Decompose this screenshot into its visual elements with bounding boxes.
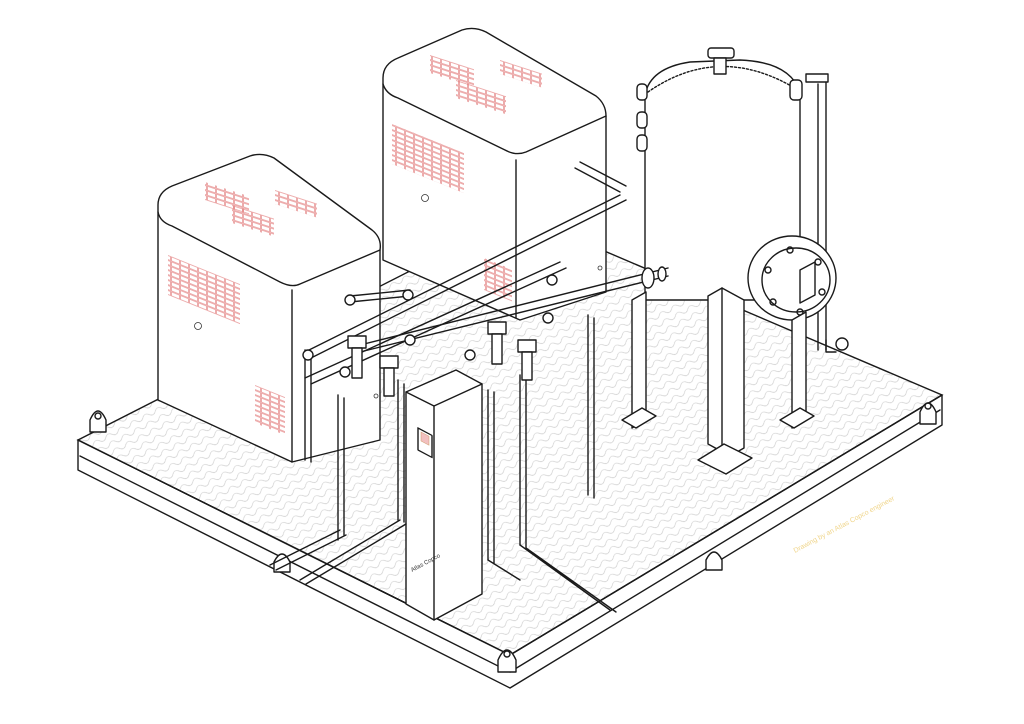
manhole-flange [747,235,837,321]
dryer-control-panel: Atlas Copco [405,369,483,621]
piping-and-filters [269,161,669,613]
vent-grille-side-left [168,255,240,325]
panel-display-inner [420,431,430,446]
line-filter-3 [487,321,507,365]
vent-grille-side-right-low [484,258,512,302]
vent-grille-top-left-1 [205,182,249,215]
vent-grille-top-right-3 [500,60,542,88]
line-filter-2 [379,355,399,397]
vent-grille-top-right-2 [456,80,506,115]
vent-grille-side-left-low [255,384,285,436]
side-nozzle-right [789,79,803,101]
lifting-lug-mid-left [273,553,291,573]
side-nozzles-left [636,83,648,152]
lifting-lug-left [89,410,107,433]
angle-support-post [697,287,753,475]
vent-grille-side-right [392,124,464,194]
top-nozzle [707,47,735,75]
tank-leg-left [631,291,647,429]
vent-grille-top-left-3 [275,189,317,218]
drain-valve [825,337,849,353]
compressor-cabinet-left [157,153,382,463]
lifting-lug-mid-right [705,551,723,571]
line-filter-4 [517,339,537,381]
air-receiver-tank [621,47,849,429]
vent-grille-top-left-2 [232,204,274,237]
compressor-cabinet-right [382,27,607,321]
lifting-lug-front [497,649,517,673]
line-filter-1 [347,335,367,379]
vent-grille-top-right-1 [430,55,474,88]
